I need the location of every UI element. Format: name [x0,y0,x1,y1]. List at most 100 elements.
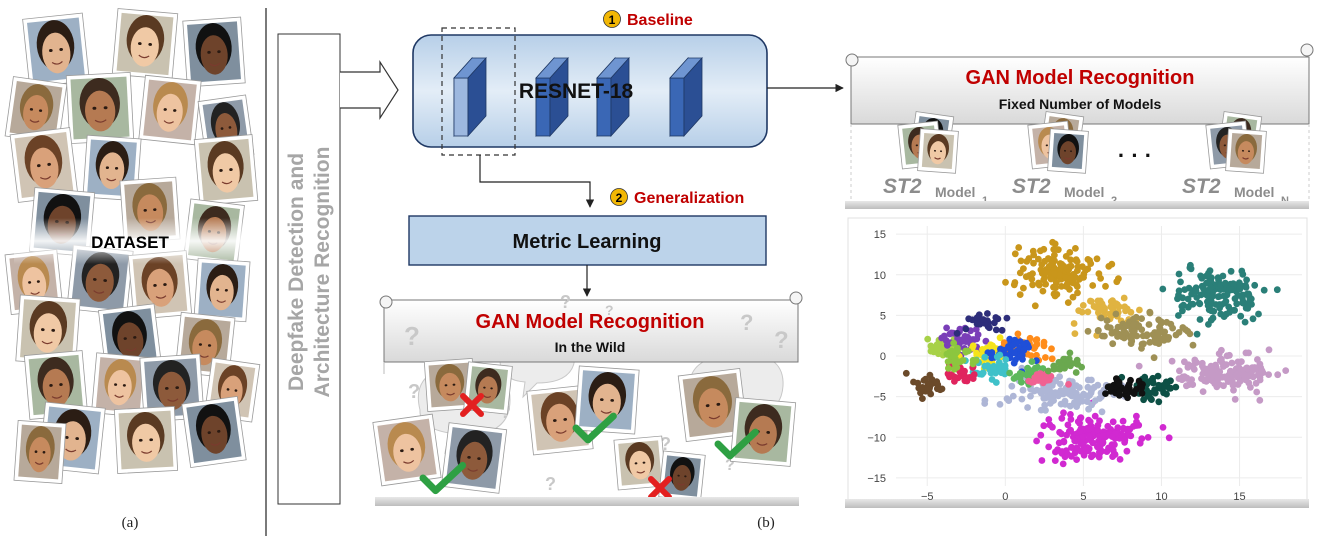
scatter-point [1203,376,1210,383]
scatter-point [1119,425,1127,433]
eye [1045,144,1048,147]
scatter-point [1011,349,1018,357]
eye [37,164,41,168]
scatter-point [992,369,999,377]
question-marks: ?????????? [404,292,789,494]
fixed-shelf [845,201,1309,209]
face-photo [658,450,706,502]
scatter-point [1088,401,1096,409]
scatter-point [1033,437,1040,445]
scatter-point [1058,283,1065,290]
scatter-point [1241,318,1249,326]
eye [198,343,203,346]
scatter-point [1067,416,1075,423]
scatter-cluster [1102,375,1146,402]
scatter-point [1002,278,1009,286]
scatter-point [1207,297,1215,305]
eye [173,109,177,112]
scatter-point [1202,272,1210,280]
scatter-point [1151,386,1158,394]
scatter-point [1071,330,1079,337]
scatter-point [1240,371,1248,379]
eye [105,166,110,170]
scatter-point [1005,397,1013,404]
scatter-point [1073,403,1080,410]
face [212,153,240,193]
mouth [155,295,167,299]
scatter-point [1056,390,1063,398]
scatter-point [1245,379,1253,387]
task-label: Deepfake Detection and Architecture Reco… [285,147,334,398]
face [28,436,51,473]
scatter-point [1218,355,1225,363]
scatter-point [1233,300,1241,308]
scatter-point [1097,314,1105,322]
mouth [1064,157,1071,160]
face [200,35,228,75]
face [209,274,234,311]
face-photo [111,8,179,80]
face [201,415,228,454]
scatter-point [1060,437,1068,445]
mouth [39,175,52,180]
scatter-point [1064,299,1072,306]
scatter-point [1129,389,1137,396]
scatter-cluster [1002,238,1122,310]
model-label-1-sub: Model [935,184,975,200]
scatter-point [1233,372,1241,380]
scatter-point [1089,282,1097,289]
scatter-point [1151,335,1159,343]
face-photo [917,128,959,174]
face [672,465,692,491]
scatter-point [1258,367,1266,374]
scatter-point [1225,303,1233,311]
scatter-point [1086,433,1093,441]
scatter-point [1035,279,1042,287]
scatter-point [1040,342,1048,350]
scatter-point [1006,335,1014,343]
scatter-point [1003,314,1011,322]
face-photo [22,12,90,88]
face [393,433,422,472]
face [156,93,183,132]
scatter-cluster [944,357,978,385]
scatter-shelf [845,499,1309,508]
scatter-point [1177,278,1184,286]
resnet-layers [453,56,703,138]
model-label-n-sub: Model [1234,184,1274,200]
eye [563,418,567,421]
scatter-point [1138,340,1146,348]
scatter-point [1136,439,1144,447]
y-tick-label: 15 [874,229,886,241]
scatter-point [1073,456,1080,463]
scatter-point [973,320,981,328]
mouth [209,62,221,67]
scatter-point [1066,249,1074,256]
eye [93,278,97,281]
scatter-point [1175,291,1182,299]
fixed-subtitle: Fixed Number of Models [999,96,1162,112]
scatter-point [1115,388,1123,395]
face [460,441,488,480]
eye [477,457,481,461]
eye [634,462,638,465]
verdict-marks [419,393,759,500]
eye [1247,150,1251,153]
scatter-point [1144,434,1152,441]
eye [915,144,918,147]
scatter-point [1183,375,1191,382]
mouth [51,395,63,399]
scatter-point [1016,291,1024,298]
scatter-point [1197,272,1204,280]
scatter-point [1191,356,1199,364]
scatter-cluster [1084,308,1197,362]
scatter-point [1084,327,1092,335]
mouth [51,60,63,65]
wild-shelf [375,497,799,506]
scatter-point [1226,377,1234,385]
scatter-point [1071,437,1079,445]
face-photo [729,397,797,467]
eye [766,431,770,434]
scatter-point [1155,398,1163,406]
scatter-point [1029,281,1036,289]
